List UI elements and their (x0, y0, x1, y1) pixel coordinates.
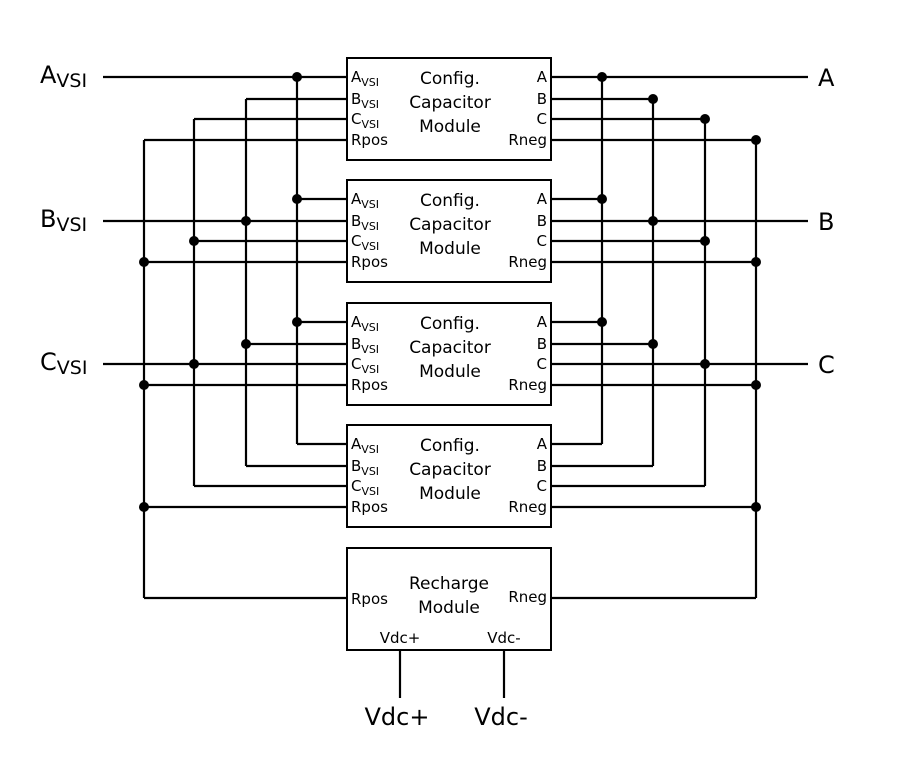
recharge-title: Module (418, 598, 480, 618)
pin-label-left: AVSI (351, 435, 379, 456)
pin-label-right: A (537, 435, 548, 453)
input-label: BVSI (40, 205, 87, 236)
dc-terminal-label: Vdc+ (365, 703, 430, 731)
pin-label-right: B (537, 457, 547, 475)
pin-label-right: B (537, 335, 547, 353)
module-title: Config. (420, 191, 480, 211)
module-title: Capacitor (409, 338, 491, 358)
junction-dot (597, 72, 607, 82)
junction-dot (189, 236, 199, 246)
junction-dot (292, 194, 302, 204)
junction-dot (139, 257, 149, 267)
pin-label-right: Rneg (508, 376, 547, 394)
junction-dot (241, 216, 251, 226)
module-title: Module (419, 484, 481, 504)
output-label: B (818, 208, 834, 236)
pin-label-left: Rpos (351, 131, 388, 149)
junction-dot (597, 194, 607, 204)
pin-label-left: CVSI (351, 110, 379, 131)
recharge-module (346, 547, 552, 651)
pin-label-right: C (537, 477, 547, 495)
input-label: CVSI (40, 348, 87, 379)
junction-dot (597, 317, 607, 327)
pin-label-right: Rneg (508, 498, 547, 516)
config-capacitor-module-4 (346, 424, 552, 528)
recharge-dc-pin-label: Vdc- (487, 629, 520, 647)
pin-label-right: Rneg (508, 131, 547, 149)
recharge-rpos-label: Rpos (351, 590, 388, 608)
pin-label-right: B (537, 90, 547, 108)
module-title: Config. (420, 436, 480, 456)
pin-label-right: C (537, 355, 547, 373)
dc-terminal-label: Vdc- (474, 703, 528, 731)
pin-label-right: A (537, 68, 548, 86)
pin-label-left: BVSI (351, 335, 379, 356)
recharge-rneg-label: Rneg (508, 588, 547, 606)
junction-dot (139, 502, 149, 512)
pin-label-right: A (537, 190, 548, 208)
module-title: Module (419, 362, 481, 382)
junction-dot (751, 502, 761, 512)
junction-dot (189, 359, 199, 369)
config-capacitor-module-3 (346, 302, 552, 406)
output-label: C (818, 351, 835, 379)
labels: AVSIBVSICVSIRposABCRnegConfig.CapacitorM… (40, 61, 835, 731)
junction-dot (292, 72, 302, 82)
recharge-title: Recharge (409, 574, 489, 594)
pin-label-right: Rneg (508, 253, 547, 271)
junction-dot (241, 339, 251, 349)
junction-dot (700, 114, 710, 124)
pin-label-left: AVSI (351, 313, 379, 334)
pin-label-left: BVSI (351, 90, 379, 111)
pin-label-right: C (537, 232, 547, 250)
module-title: Module (419, 117, 481, 137)
module-title: Capacitor (409, 215, 491, 235)
module-title: Config. (420, 314, 480, 334)
junction-dot (648, 216, 658, 226)
junction-dot (751, 135, 761, 145)
pin-label-left: Rpos (351, 498, 388, 516)
junction-dot (292, 317, 302, 327)
junction-dots (139, 72, 761, 512)
pin-label-left: BVSI (351, 457, 379, 478)
junction-dot (139, 380, 149, 390)
pin-label-right: C (537, 110, 547, 128)
module-title: Module (419, 239, 481, 259)
input-label: AVSI (40, 61, 87, 92)
pin-label-left: BVSI (351, 212, 379, 233)
config-capacitor-module-2 (346, 179, 552, 283)
pin-label-left: CVSI (351, 355, 379, 376)
junction-dot (751, 380, 761, 390)
modules (346, 57, 552, 651)
pin-label-left: AVSI (351, 190, 379, 211)
pin-label-left: Rpos (351, 376, 388, 394)
pin-label-left: CVSI (351, 477, 379, 498)
pin-label-left: CVSI (351, 232, 379, 253)
recharge-dc-pin-label: Vdc+ (380, 629, 421, 647)
module-title: Config. (420, 69, 480, 89)
wires (103, 75, 808, 698)
junction-dot (700, 236, 710, 246)
junction-dot (648, 339, 658, 349)
pin-label-right: A (537, 313, 548, 331)
junction-dot (648, 94, 658, 104)
junction-dot (700, 359, 710, 369)
junction-dot (751, 257, 761, 267)
module-title: Capacitor (409, 460, 491, 480)
output-label: A (818, 64, 835, 92)
config-capacitor-module-1 (346, 57, 552, 161)
module-title: Capacitor (409, 93, 491, 113)
pin-label-right: B (537, 212, 547, 230)
pin-label-left: AVSI (351, 68, 379, 89)
pin-label-left: Rpos (351, 253, 388, 271)
